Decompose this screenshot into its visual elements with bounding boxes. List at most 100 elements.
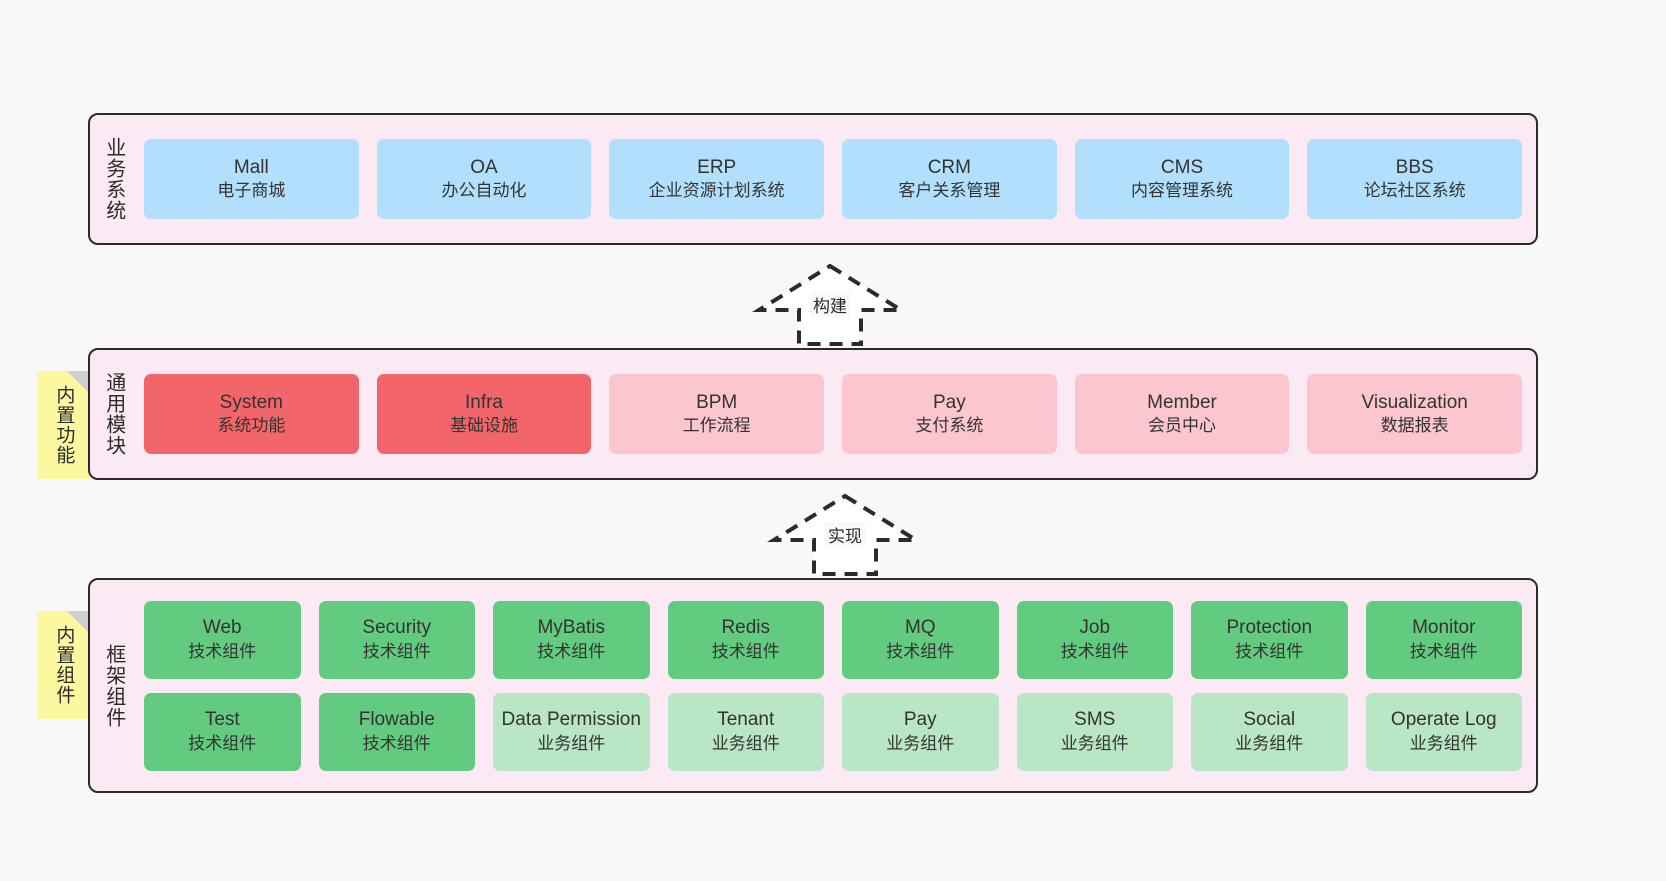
module-box-infra[interactable]: Infra 基础设施 [376,374,592,454]
box-title: Protection [1226,617,1313,639]
box-subtitle: 业务组件 [886,733,955,753]
framework-box-test[interactable]: Test 技术组件 [144,692,301,771]
box-title: MQ [904,617,936,639]
box-title: Flowable [358,709,435,731]
arrow-build-label: 构建 [810,292,850,317]
box-subtitle: 工作流程 [682,416,751,436]
layer-framework-components: 框架组件 Web 技术组件 Security 技术组件 MyBatis 技术组件… [88,578,1538,793]
box-subtitle: 系统功能 [217,416,286,436]
layer-business-systems: 业务系统 Mall 电子商城 OA 办公自动化 ERP 企业资源计划系统 CRM… [88,113,1538,245]
box-title: Visualization [1361,391,1468,413]
framework-box-redis[interactable]: Redis 技术组件 [667,600,824,679]
box-title: Operate Log [1390,709,1497,731]
module-box-system[interactable]: System 系统功能 [144,374,359,454]
note-builtin-component-label: 内置组件 [53,625,75,705]
box-subtitle: 业务组件 [1235,733,1304,753]
module-box-member[interactable]: Member 会员中心 [1074,374,1290,454]
business-box-mall[interactable]: Mall 电子商城 [144,139,359,219]
framework-components-grid: Web 技术组件 Security 技术组件 MyBatis 技术组件 Redi… [136,580,1536,791]
box-subtitle: 技术组件 [1060,641,1129,661]
common-modules-row: System 系统功能 Infra 基础设施 BPM 工作流程 Pay 支付系统… [136,350,1536,478]
box-subtitle: 技术组件 [362,733,431,753]
box-subtitle: 业务组件 [537,733,606,753]
arrow-implement-label: 实现 [825,522,865,547]
box-subtitle: 客户关系管理 [898,181,1001,201]
note-builtin-feature: 内置功能 [37,371,89,479]
box-subtitle: 技术组件 [362,641,431,661]
framework-box-operate-log[interactable]: Operate Log 业务组件 [1365,692,1522,771]
layer-business-systems-label: 业务系统 [102,137,125,221]
business-box-bbs[interactable]: BBS 论坛社区系统 [1307,139,1523,219]
framework-row-tech: Web 技术组件 Security 技术组件 MyBatis 技术组件 Redi… [144,600,1522,679]
framework-box-job[interactable]: Job 技术组件 [1016,600,1173,679]
box-title: MyBatis [537,617,606,639]
framework-box-protection[interactable]: Protection 技术组件 [1191,600,1348,679]
framework-box-social[interactable]: Social 业务组件 [1191,692,1348,771]
framework-box-mybatis[interactable]: MyBatis 技术组件 [493,600,650,679]
framework-box-web[interactable]: Web 技术组件 [144,600,301,679]
box-title: CMS [1160,156,1204,178]
framework-box-data-permission[interactable]: Data Permission 业务组件 [493,692,650,771]
framework-box-mq[interactable]: MQ 技术组件 [842,600,999,679]
box-title: Monitor [1412,617,1476,639]
box-title: Infra [464,391,504,413]
box-title: Social [1243,709,1296,731]
note-builtin-component: 内置组件 [37,611,89,719]
box-subtitle: 技术组件 [188,641,257,661]
box-subtitle: 支付系统 [915,416,984,436]
box-subtitle: 技术组件 [1235,641,1304,661]
box-title: CRM [927,156,971,178]
framework-box-tenant[interactable]: Tenant 业务组件 [667,692,824,771]
box-subtitle: 办公自动化 [441,181,527,201]
box-title: Pay [903,709,937,731]
box-title: Job [1079,617,1111,639]
box-subtitle: 技术组件 [537,641,606,661]
business-box-crm[interactable]: CRM 客户关系管理 [842,139,1057,219]
box-subtitle: 电子商城 [217,181,286,201]
business-box-cms[interactable]: CMS 内容管理系统 [1074,139,1290,219]
framework-box-pay[interactable]: Pay 业务组件 [842,692,999,771]
note-builtin-feature-label: 内置功能 [53,385,75,465]
layer-common-modules-label: 通用模块 [102,372,125,456]
module-box-visualization[interactable]: Visualization 数据报表 [1307,374,1523,454]
arrow-build: 构建 [751,262,909,348]
box-subtitle: 基础设施 [450,416,518,436]
box-subtitle: 技术组件 [1409,641,1478,661]
box-title: Pay [932,391,966,413]
box-subtitle: 技术组件 [188,733,257,753]
box-title: Web [202,617,242,639]
box-title: Mall [233,156,269,178]
framework-box-security[interactable]: Security 技术组件 [318,600,475,679]
box-title: Member [1147,391,1217,413]
module-box-bpm[interactable]: BPM 工作流程 [609,374,825,454]
box-subtitle: 会员中心 [1148,416,1217,436]
box-title: Test [204,709,240,731]
box-subtitle: 业务组件 [711,733,780,753]
box-subtitle: 内容管理系统 [1131,181,1234,201]
box-subtitle: 技术组件 [886,641,955,661]
box-title: BBS [1395,156,1434,178]
box-title: System [219,391,284,413]
box-subtitle: 技术组件 [711,641,780,661]
box-title: ERP [697,156,737,178]
box-subtitle: 企业资源计划系统 [648,181,785,201]
box-title: SMS [1074,709,1116,731]
framework-box-sms[interactable]: SMS 业务组件 [1016,692,1173,771]
layer-framework-components-label: 框架组件 [102,643,125,728]
box-title: Data Permission [501,709,641,731]
framework-box-flowable[interactable]: Flowable 技术组件 [318,692,475,771]
box-subtitle: 论坛社区系统 [1363,181,1466,201]
business-box-erp[interactable]: ERP 企业资源计划系统 [609,139,825,219]
layer-common-modules: 通用模块 System 系统功能 Infra 基础设施 BPM 工作流程 Pay… [88,348,1538,480]
framework-box-monitor[interactable]: Monitor 技术组件 [1365,600,1522,679]
arrow-implement: 实现 [766,492,924,578]
box-subtitle: 业务组件 [1409,733,1478,753]
box-title: OA [470,156,498,178]
business-box-oa[interactable]: OA 办公自动化 [376,139,592,219]
box-subtitle: 业务组件 [1060,733,1129,753]
business-systems-row: Mall 电子商城 OA 办公自动化 ERP 企业资源计划系统 CRM 客户关系… [136,115,1536,243]
box-subtitle: 数据报表 [1380,416,1449,436]
box-title: Tenant [717,709,775,731]
module-box-pay[interactable]: Pay 支付系统 [842,374,1057,454]
